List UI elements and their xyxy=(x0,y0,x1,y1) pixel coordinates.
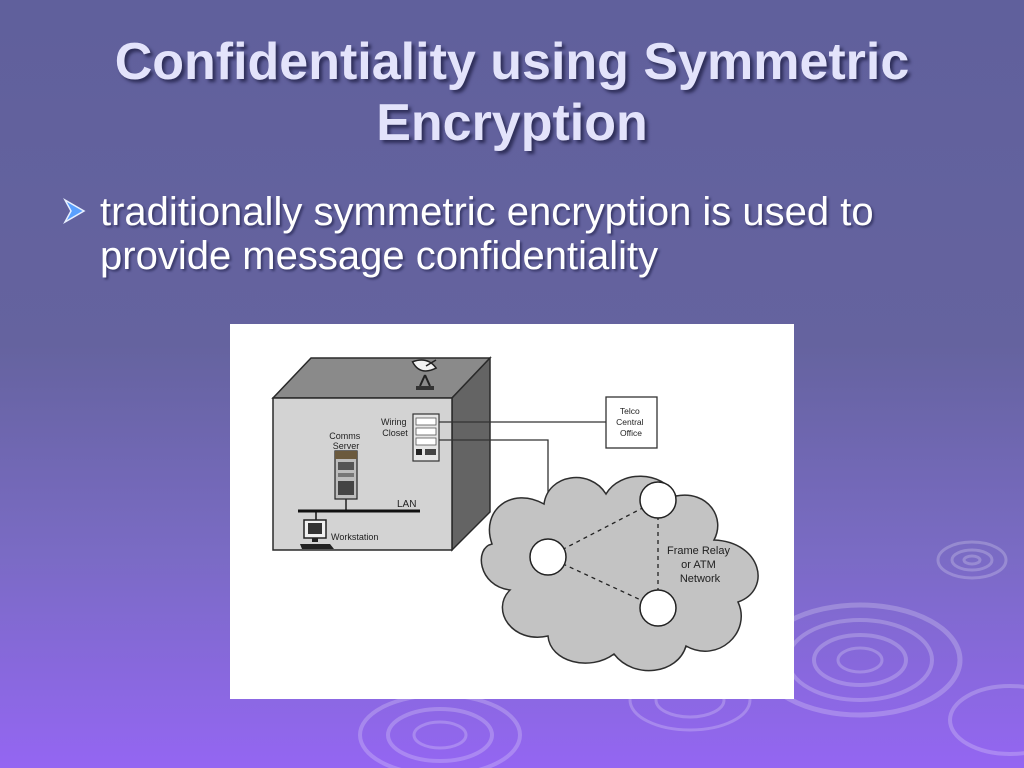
satellite-dish-icon xyxy=(411,359,438,390)
network-node xyxy=(639,481,677,519)
wiring-closet-rack-icon xyxy=(412,413,440,462)
network-node xyxy=(639,589,677,627)
comms-server-icon xyxy=(334,450,358,511)
lan-label: LAN xyxy=(397,499,416,510)
workstation-label: Workstation xyxy=(331,532,378,542)
arrow-bullet-icon xyxy=(63,198,86,224)
bullet-item: traditionally symmetric encryption is us… xyxy=(62,190,962,278)
telco-central-office-label: Telco Central Office xyxy=(616,406,646,438)
network-label: Frame Relay or ATM Network xyxy=(667,545,733,585)
workstation-icon xyxy=(300,519,334,549)
telco-central-office-box xyxy=(605,396,658,449)
slide-title: Confidentiality using Symmetric Encrypti… xyxy=(114,33,910,152)
network-diagram: Wiring Closet Comms Server LAN Workstati… xyxy=(230,324,794,699)
network-node xyxy=(529,538,567,576)
network-cloud xyxy=(480,475,759,672)
bullet-text: traditionally symmetric encryption is us… xyxy=(100,190,874,278)
comms-server-label: Comms Server xyxy=(329,431,363,451)
wiring-closet-label: Wiring Closet xyxy=(381,417,409,438)
